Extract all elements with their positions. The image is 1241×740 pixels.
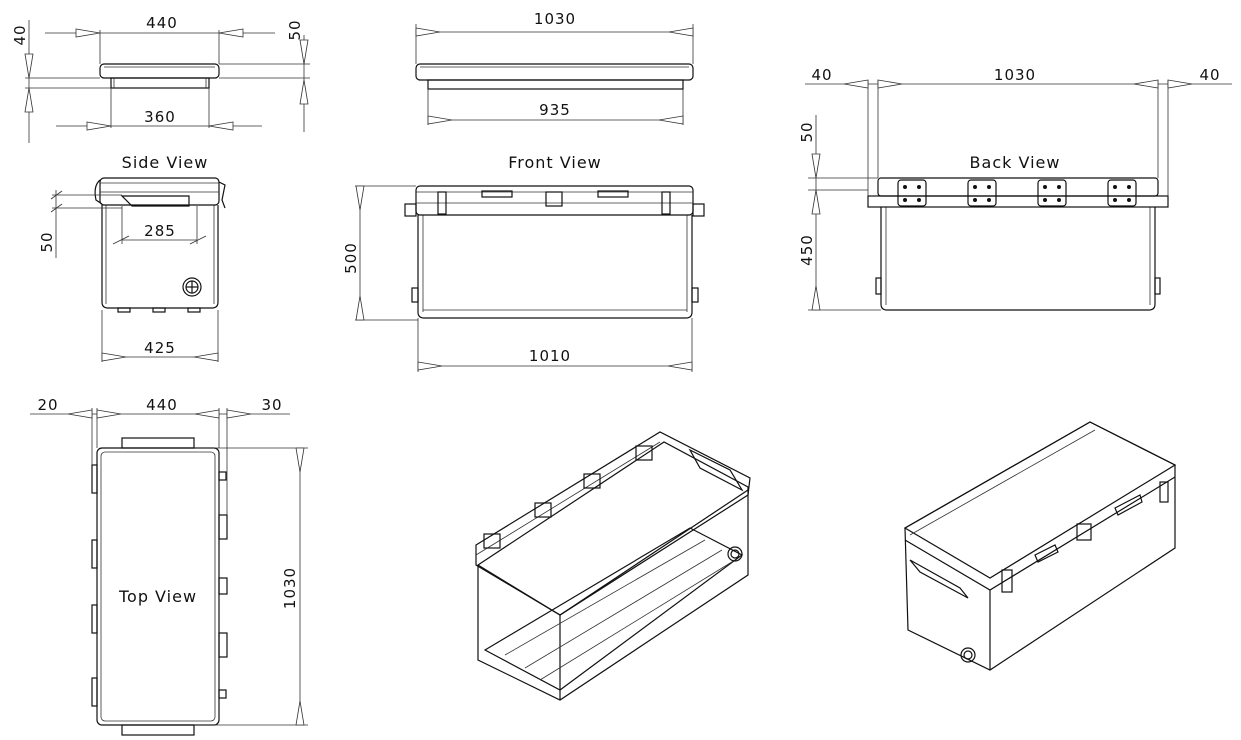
dim-back-width: 1030	[994, 66, 1036, 84]
dim-back-lid-height: 50	[798, 121, 816, 142]
isometric-bottom-view	[475, 431, 751, 701]
side-view-label: Side View	[122, 153, 209, 172]
top-view: Top View 20 440 30 1030	[30, 396, 308, 736]
dim-side-lid-width: 440	[146, 14, 178, 32]
dim-side-lid-total: 50	[286, 19, 304, 40]
dim-top-width: 440	[146, 396, 178, 414]
dim-top-length: 1030	[281, 567, 299, 609]
dim-front-body-width: 1010	[529, 347, 571, 365]
dim-side-body-width: 425	[144, 339, 176, 357]
isometric-top-view	[903, 421, 1177, 671]
dim-front-lid-width: 1030	[534, 10, 576, 28]
dim-side-handle-width: 285	[144, 222, 176, 240]
front-view-label: Front View	[508, 153, 602, 172]
back-view: Back View 40 1030 40 50 450	[798, 66, 1232, 311]
side-lid-view: 440 360 40 50	[11, 14, 310, 143]
dim-back-body-height: 450	[798, 234, 816, 266]
dim-back-left-overhang: 40	[811, 66, 832, 84]
front-view: Front View 500 1010	[342, 153, 705, 372]
back-view-label: Back View	[970, 153, 1061, 172]
hinge-icons	[897, 179, 1137, 207]
side-view: Side View 285 50 425	[38, 153, 226, 362]
top-view-label: Top View	[118, 587, 197, 606]
dim-front-height: 500	[342, 242, 360, 274]
dim-back-right-overhang: 40	[1199, 66, 1220, 84]
dim-top-left-offset: 20	[37, 396, 58, 414]
dim-front-lid-inner: 935	[539, 101, 571, 119]
dim-side-handle-height: 50	[38, 231, 56, 252]
dim-top-right-offset: 30	[261, 396, 282, 414]
front-lid-view: 1030 935	[415, 10, 694, 125]
dim-side-lid-thickness: 40	[11, 24, 29, 45]
dim-side-lid-inner: 360	[144, 108, 176, 126]
